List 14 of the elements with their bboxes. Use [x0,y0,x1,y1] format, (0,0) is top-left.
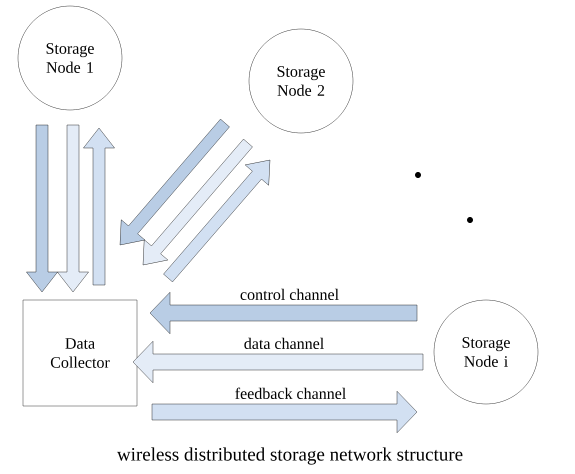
edge-label: control channel [240,288,339,300]
block-arrow [57,124,89,292]
edge-label: data channel [244,338,324,349]
caption: wireless distributed storage network structure [116,447,462,465]
collector-box: Data Collector [22,300,138,406]
block-arrow [163,160,270,282]
block-arrow [120,118,230,246]
block-arrow [152,391,418,433]
block-arrow [26,124,58,292]
edge-label: feedback channel [235,388,346,399]
block-arrow [142,138,253,266]
block-arrow [132,341,424,383]
block-arrow [150,292,418,334]
block-arrow [83,128,115,286]
